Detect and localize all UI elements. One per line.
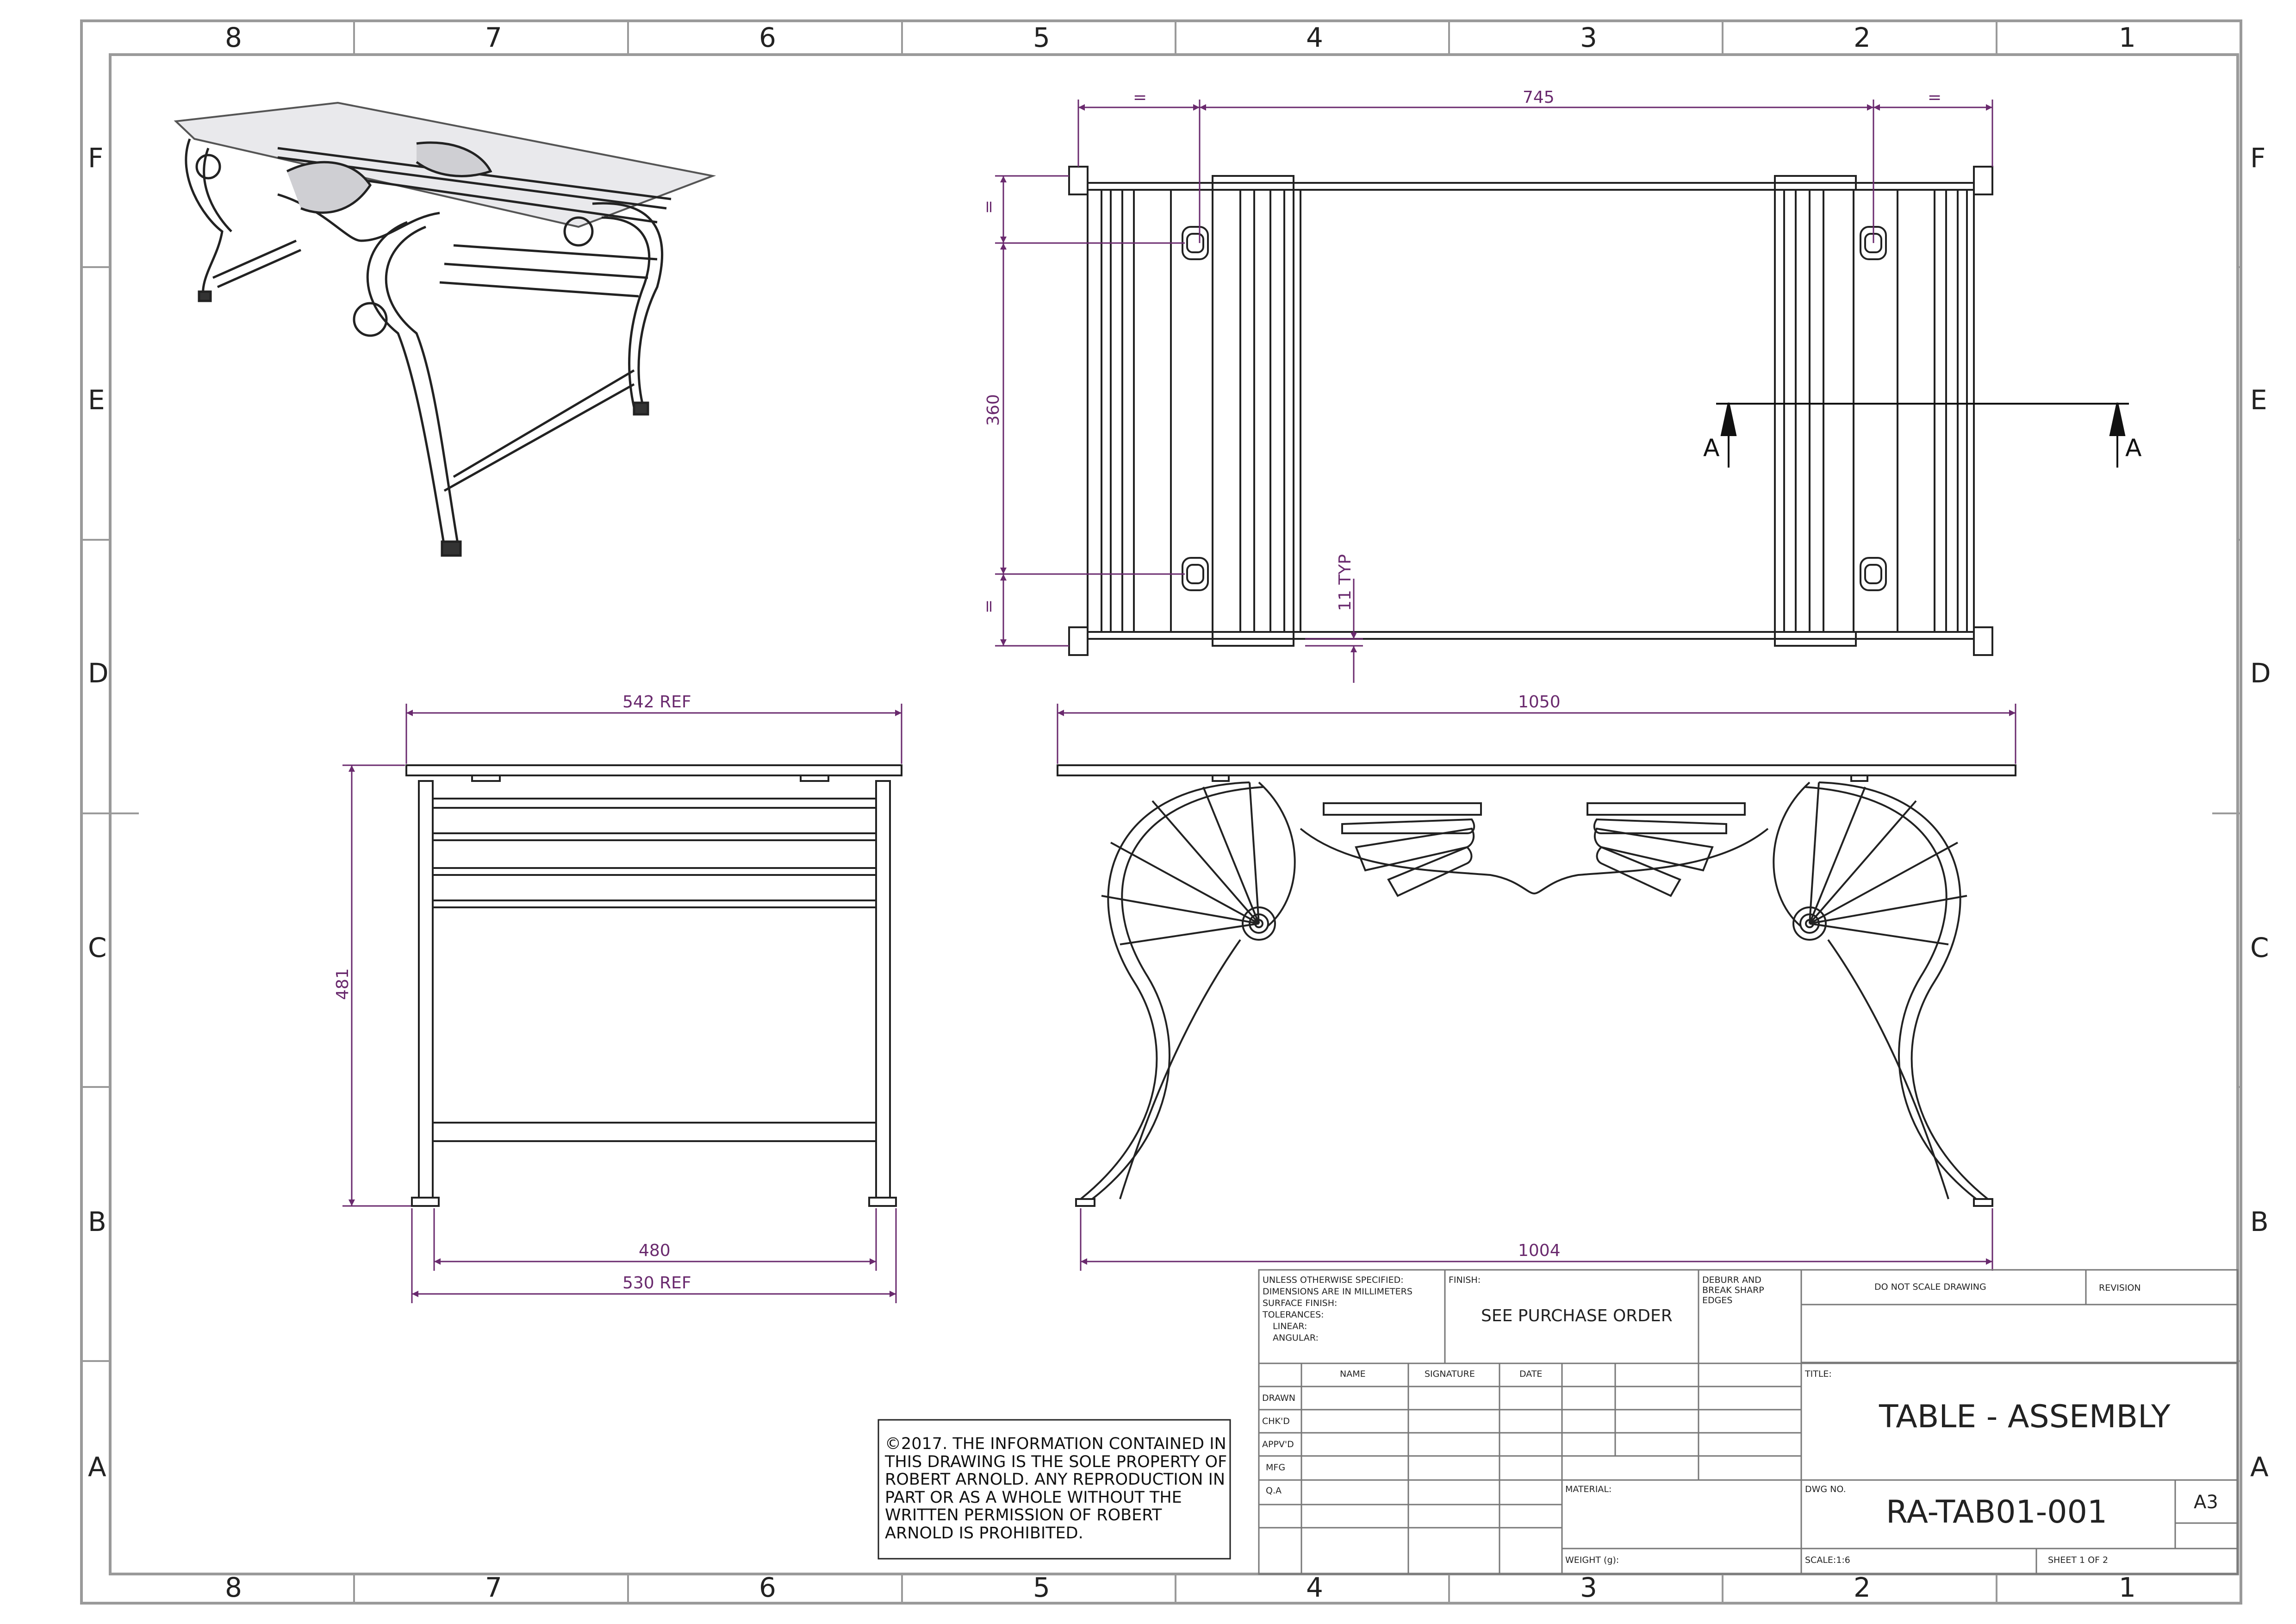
zone-row-b-left: B: [88, 1206, 106, 1237]
top-view: [1068, 166, 1993, 656]
zone-col-4-bottom: 4: [1306, 1572, 1323, 1603]
zone-row-b-right: B: [2250, 1206, 2269, 1237]
dim-left-eq-bottom: =: [979, 600, 998, 613]
dwg-number: RA-TAB01-001: [1886, 1494, 2108, 1530]
row-appvd: APPV'D: [1262, 1439, 1294, 1449]
zone-row-a-right: A: [2250, 1451, 2269, 1483]
weight-label: WEIGHT (g):: [1565, 1555, 1619, 1565]
zone-col-2-top: 2: [1854, 22, 1871, 53]
zone-col-5-bottom: 5: [1033, 1572, 1050, 1603]
zone-row-c-right: C: [2250, 932, 2269, 963]
zone-col-3-top: 3: [1580, 22, 1597, 53]
title-block-grid: [1258, 1269, 2239, 1575]
row-drawn: DRAWN: [1262, 1393, 1296, 1403]
spec-line-2: DIMENSIONS ARE IN MILLIMETERS: [1263, 1287, 1412, 1297]
finish-label: FINISH:: [1449, 1275, 1481, 1285]
spec-line-3: SURFACE FINISH:: [1263, 1298, 1338, 1308]
dim-top-span: 745: [1523, 88, 1555, 107]
zone-col-1-bottom: 1: [2119, 1572, 2136, 1603]
revision-label: REVISION: [2099, 1283, 2141, 1293]
dim-side-bottom-inner: 480: [639, 1241, 671, 1260]
zone-row-e-right: E: [2250, 384, 2267, 416]
col-date: DATE: [1519, 1369, 1543, 1379]
zone-col-6-bottom: 6: [759, 1572, 776, 1603]
finish-value: SEE PURCHASE ORDER: [1481, 1306, 1673, 1325]
front-view: [1057, 764, 2016, 1207]
zone-ticks: [81, 21, 2241, 1603]
zone-row-f-left: F: [88, 142, 104, 174]
zone-col-5-top: 5: [1033, 22, 1050, 53]
zone-row-e-left: E: [88, 384, 105, 416]
dim-left-height: 360: [984, 394, 1003, 426]
zone-row-f-right: F: [2250, 142, 2266, 174]
dim-front-bottom: 1004: [1518, 1241, 1561, 1260]
top-view-dimensions: [995, 100, 1993, 683]
deburr-note: DEBURR AND BREAK SHARP EDGES: [1702, 1275, 1764, 1305]
zone-row-d-left: D: [88, 657, 109, 689]
col-signature: SIGNATURE: [1425, 1369, 1475, 1379]
dim-side-top: 542 REF: [622, 693, 691, 712]
isometric-view: [174, 101, 716, 557]
title-value: TABLE - ASSEMBLY: [1879, 1399, 2171, 1435]
zone-col-8-top: 8: [225, 22, 242, 53]
spec-line-6: ANGULAR:: [1273, 1333, 1319, 1343]
zone-col-3-bottom: 3: [1580, 1572, 1597, 1603]
sheet-size: A3: [2194, 1492, 2218, 1513]
dim-foot-typ: 11 TYP: [1336, 554, 1355, 611]
spec-line-5: LINEAR:: [1273, 1321, 1307, 1331]
zone-row-c-left: C: [88, 932, 107, 963]
row-qa: Q.A: [1266, 1486, 1282, 1496]
dim-top-left-eq: =: [1133, 88, 1147, 107]
section-label-left: A: [1703, 434, 1720, 462]
section-line-a-a: [1716, 402, 2129, 468]
material-label: MATERIAL:: [1565, 1484, 1612, 1494]
dim-left-eq-top: =: [979, 200, 998, 214]
spec-line-1: UNLESS OTHERWISE SPECIFIED:: [1263, 1275, 1404, 1285]
title-label: TITLE:: [1805, 1369, 1832, 1379]
zone-col-4-top: 4: [1306, 22, 1323, 53]
copyright-box: [877, 1419, 1231, 1560]
row-chkd: CHK'D: [1262, 1416, 1290, 1426]
spec-line-4: TOLERANCES:: [1263, 1310, 1324, 1320]
section-label-right: A: [2125, 434, 2142, 462]
zone-col-2-bottom: 2: [1854, 1572, 1871, 1603]
scale-label: SCALE:1:6: [1805, 1555, 1850, 1565]
side-view: [405, 764, 902, 1207]
dwg-label: DWG NO.: [1805, 1484, 1846, 1494]
zone-col-1-top: 1: [2119, 22, 2136, 53]
zone-col-7-top: 7: [485, 22, 502, 53]
front-view-dimensions: [1057, 704, 2016, 1271]
zone-col-6-top: 6: [759, 22, 776, 53]
zone-col-7-bottom: 7: [485, 1572, 502, 1603]
side-view-dimensions: [342, 704, 902, 1303]
row-mfg: MFG: [1266, 1462, 1286, 1473]
col-name: NAME: [1340, 1369, 1366, 1379]
do-not-scale: DO NOT SCALE DRAWING: [1874, 1282, 1986, 1292]
dim-front-top: 1050: [1518, 693, 1561, 712]
zone-col-8-bottom: 8: [225, 1572, 242, 1603]
sheet-number: SHEET 1 OF 2: [2048, 1555, 2109, 1565]
dim-side-height: 481: [333, 968, 352, 1000]
dim-side-bottom-outer: 530 REF: [622, 1274, 691, 1293]
copyright-notice: ©2017. THE INFORMATION CONTAINED IN THIS…: [885, 1435, 1227, 1543]
zone-row-a-left: A: [88, 1451, 106, 1483]
zone-row-d-right: D: [2250, 657, 2271, 689]
dim-top-right-eq: =: [1928, 88, 1941, 107]
